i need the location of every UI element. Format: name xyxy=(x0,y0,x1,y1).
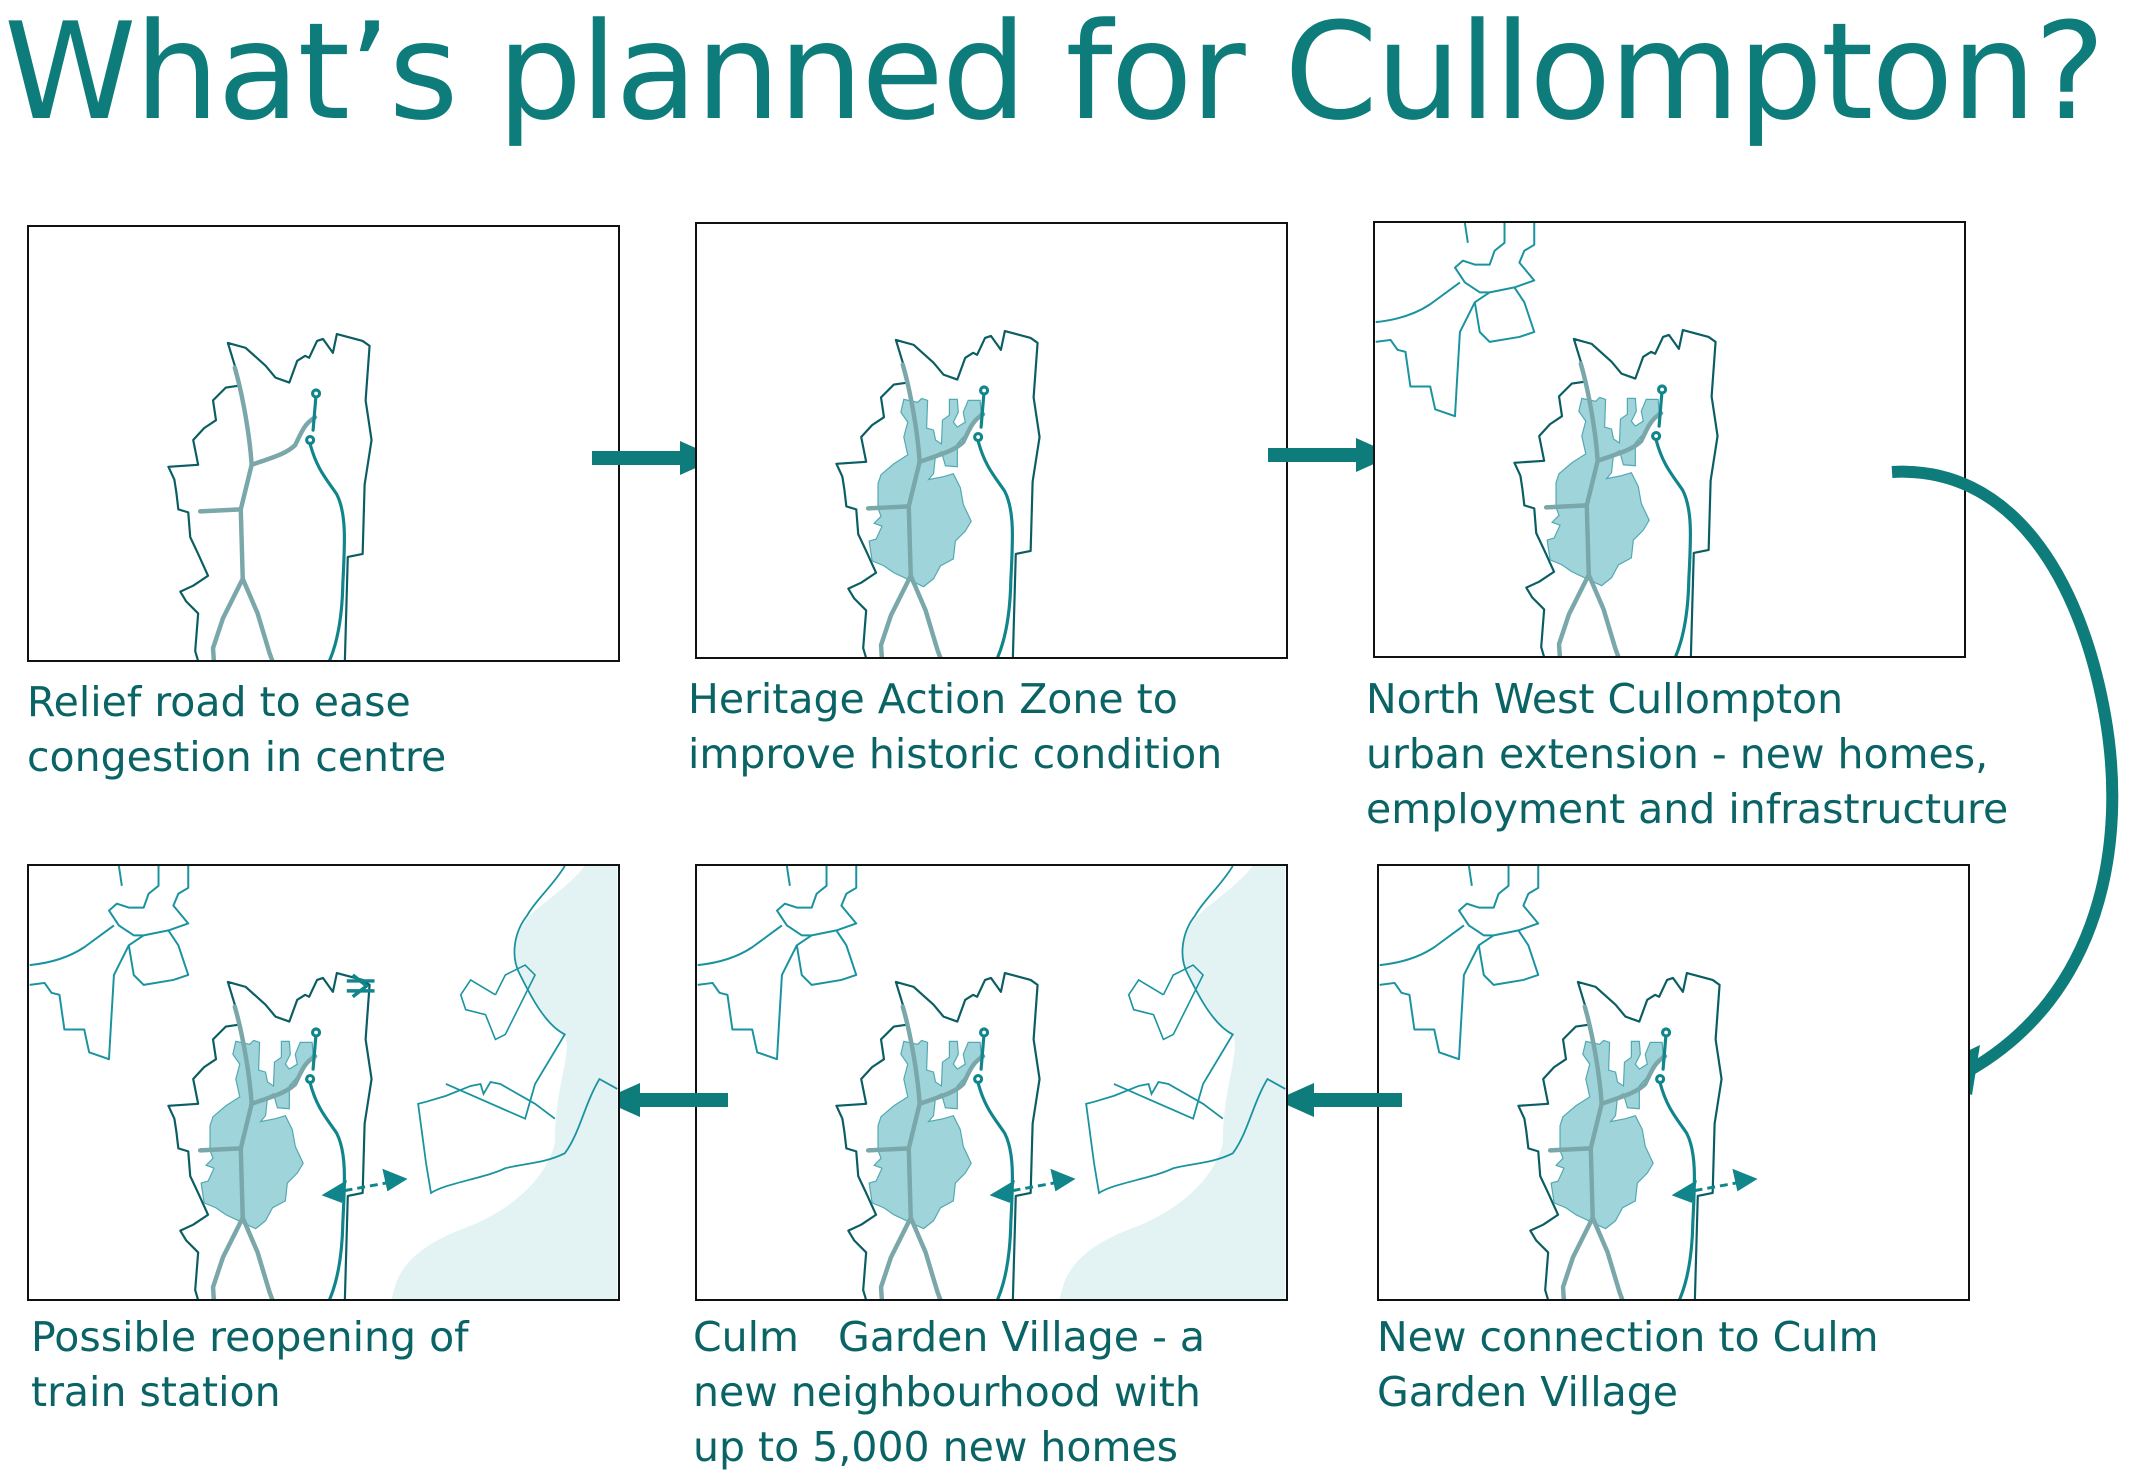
map-panel-north-west-cullompton xyxy=(1373,221,1966,658)
flow-arrow-left-icon xyxy=(1276,1083,1402,1117)
map-panel-culm-garden-village xyxy=(695,864,1288,1301)
north-west-extension-map xyxy=(1375,223,1719,656)
map-panel-relief-road xyxy=(27,225,620,662)
caption-train-station: Possible reopening of train station xyxy=(31,1313,469,1416)
map-panel-train-station xyxy=(27,864,620,1301)
caption-relief-road: Relief road to ease congestion in centre xyxy=(27,678,447,781)
relief-road-map xyxy=(167,332,373,660)
caption-new-connection: New connection to Culm Garden Village xyxy=(1377,1313,1879,1416)
caption-heritage-action-zone: Heritage Action Zone to improve historic… xyxy=(688,675,1223,778)
heritage-zone-map xyxy=(835,329,1041,657)
new-connection-map xyxy=(1379,866,1756,1299)
flow-arrow-left-icon xyxy=(602,1083,728,1117)
caption-north-west-cullompton: North West Cullompton urban extension - … xyxy=(1366,675,2009,833)
page-title: What’s planned for Cullompton? xyxy=(4,0,2105,150)
caption-culm-garden-village: Culm Garden Village - a new neighbourhoo… xyxy=(693,1313,1206,1471)
train-station-map xyxy=(29,866,618,1299)
map-panel-new-connection xyxy=(1377,864,1970,1301)
garden-village-map xyxy=(697,866,1286,1299)
map-panel-heritage-action-zone xyxy=(695,222,1288,659)
